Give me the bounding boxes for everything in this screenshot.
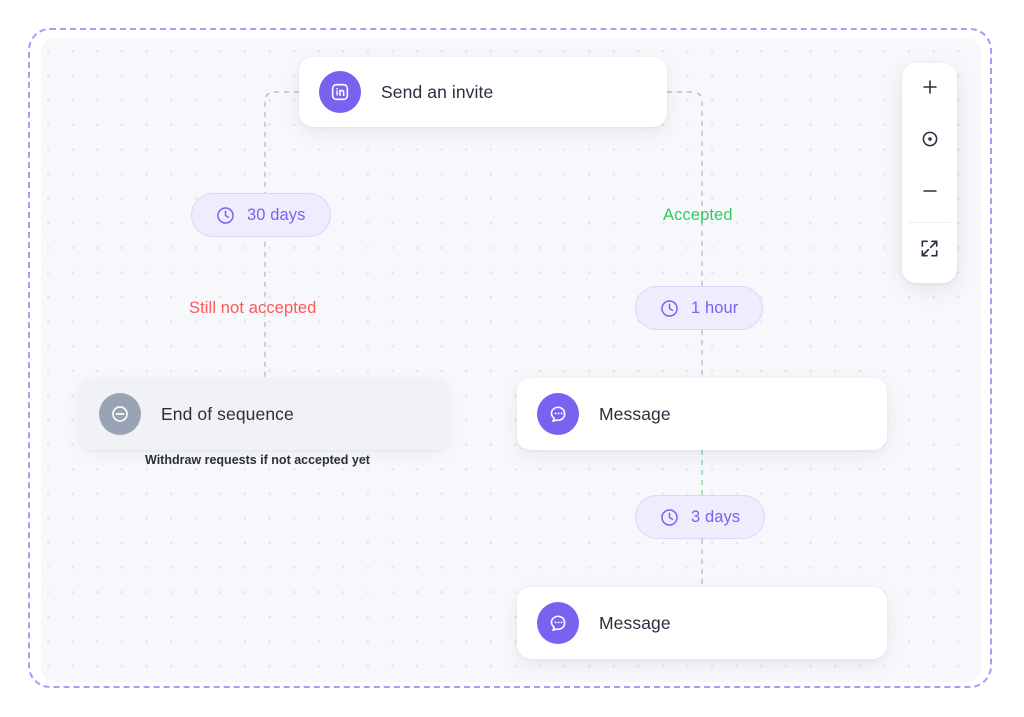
chat-bubble-icon: [537, 393, 579, 435]
plus-icon: [919, 76, 941, 103]
linkedin-icon: [319, 71, 361, 113]
zoom-reset-button[interactable]: [902, 115, 957, 167]
minus-icon: [919, 180, 941, 207]
clock-icon: [658, 506, 680, 528]
node-end-of-sequence[interactable]: End of sequence: [79, 378, 449, 450]
node-send-an-invite[interactable]: Send an invite: [299, 57, 667, 127]
delay-label: 3 days: [691, 507, 741, 526]
clock-icon: [214, 204, 236, 226]
expand-arrows-icon: [918, 237, 941, 265]
zoom-controls-panel: [902, 63, 957, 283]
delay-pill-1-hour[interactable]: 1 hour: [635, 286, 764, 330]
clock-icon: [658, 297, 680, 319]
node-label: Send an invite: [381, 81, 494, 102]
node-label: Message: [599, 403, 671, 424]
delay-pill-3-days[interactable]: 3 days: [635, 495, 766, 539]
delay-label: 30 days: [247, 205, 306, 224]
end-of-sequence-caption: Withdraw requests if not accepted yet: [145, 453, 370, 467]
branch-label-still-not-accepted: Still not accepted: [189, 299, 317, 317]
zoom-out-button[interactable]: [902, 167, 957, 219]
dashed-frame-border: [28, 28, 992, 688]
target-dot-icon: [919, 128, 941, 155]
fit-screen-button[interactable]: [902, 225, 957, 277]
delay-label: 1 hour: [691, 298, 739, 317]
node-message-2[interactable]: Message: [517, 587, 887, 659]
flow-canvas[interactable]: [41, 38, 981, 682]
zoom-in-button[interactable]: [902, 63, 957, 115]
zoom-controls-divider: [909, 222, 950, 223]
delay-pill-30-days[interactable]: 30 days: [191, 193, 331, 237]
node-label: Message: [599, 612, 671, 633]
chat-bubble-icon: [537, 602, 579, 644]
minus-circle-icon: [99, 393, 141, 435]
node-label: End of sequence: [161, 403, 294, 424]
branch-label-accepted: Accepted: [663, 206, 733, 224]
node-message-1[interactable]: Message: [517, 378, 887, 450]
